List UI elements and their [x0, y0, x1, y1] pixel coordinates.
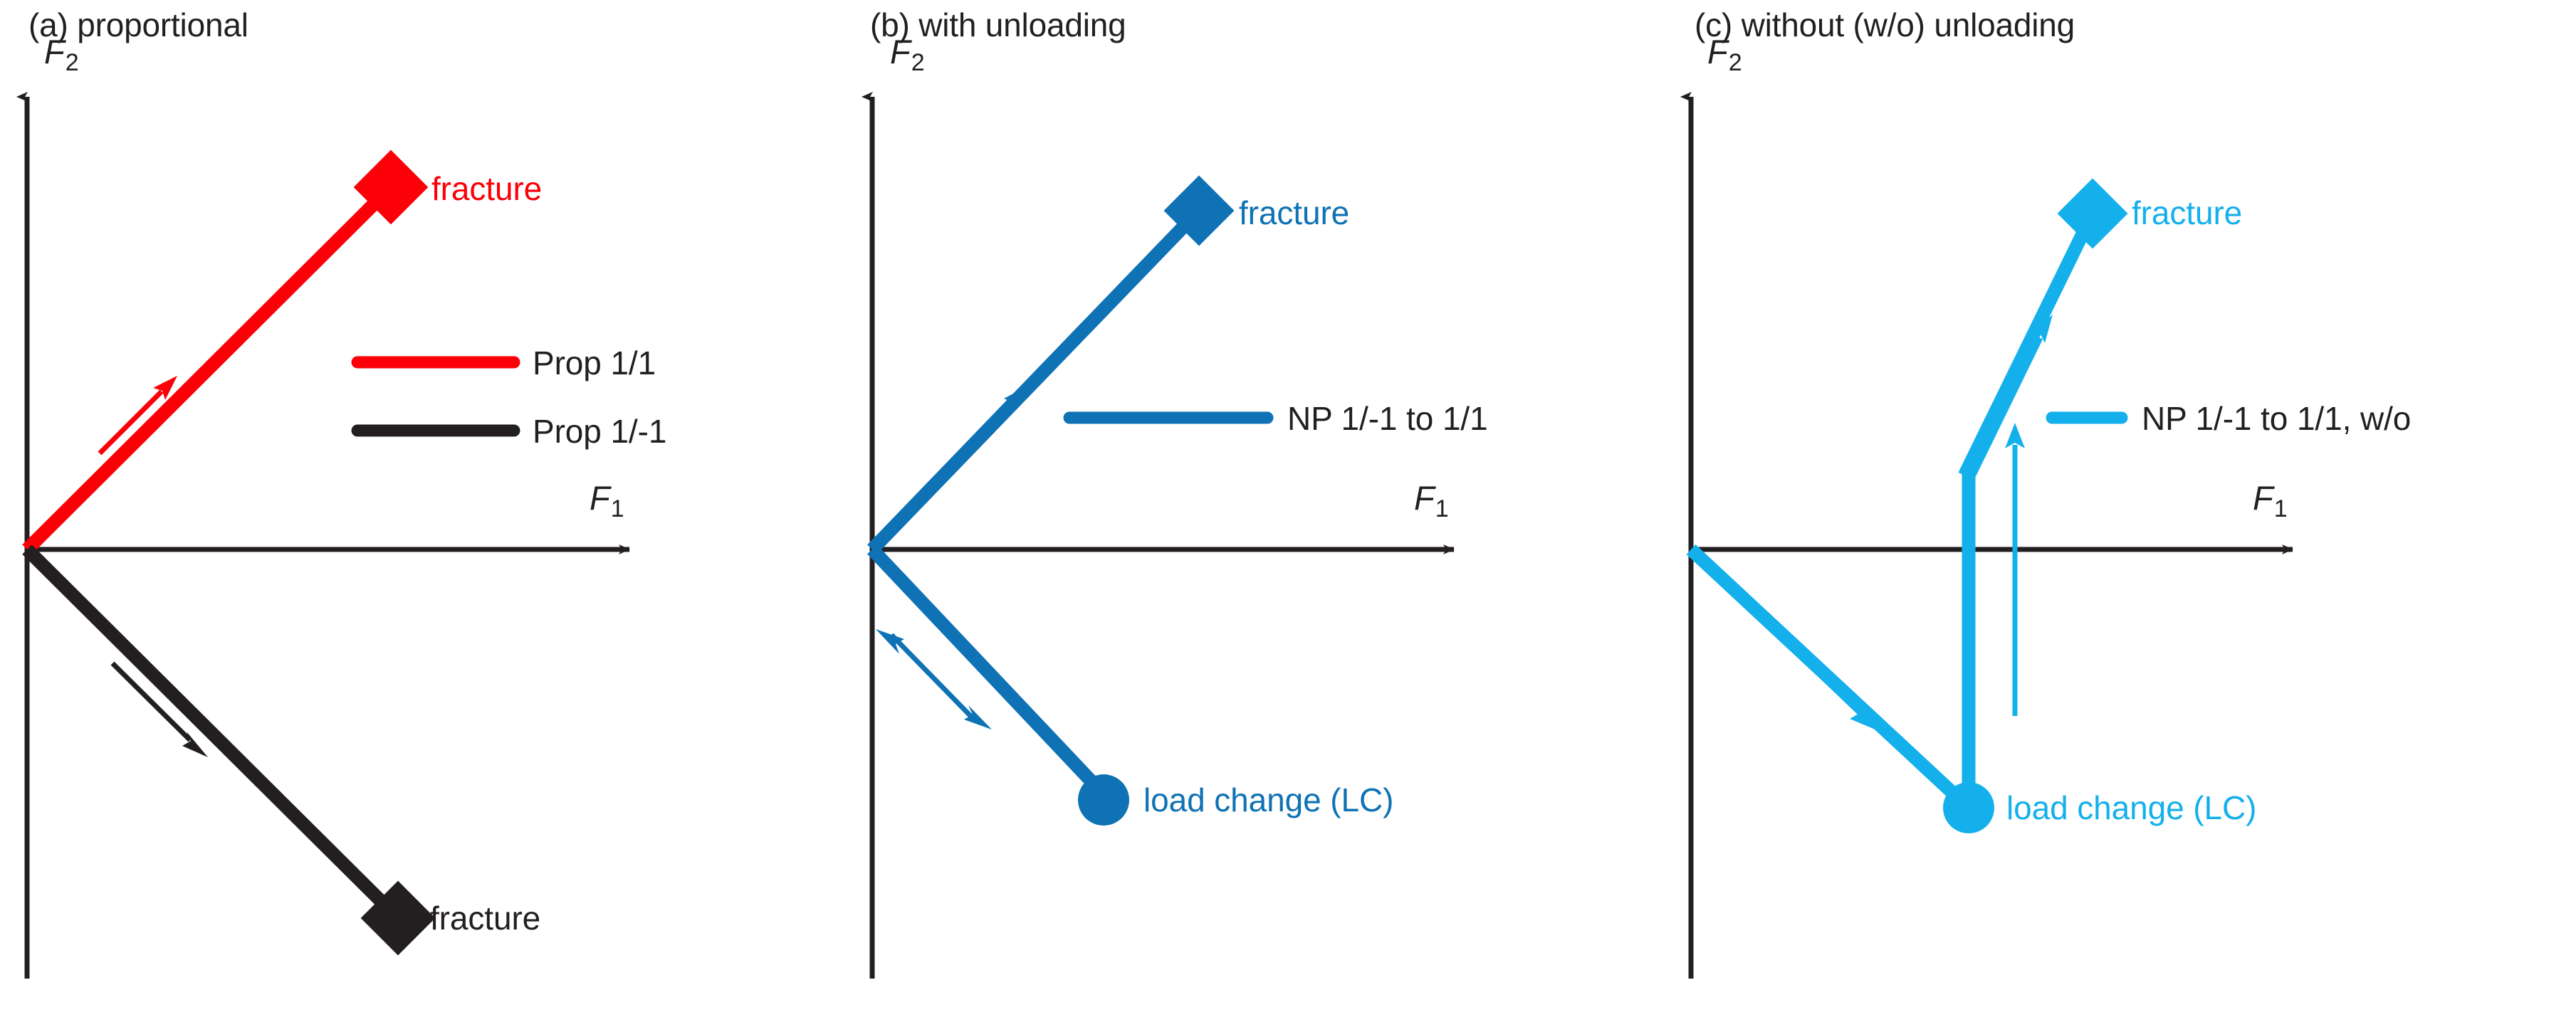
panel-b-load-change-marker — [1078, 774, 1129, 826]
panel-c-line-preload — [1686, 544, 1974, 813]
panel-a-line-prop-1-m1 — [22, 544, 402, 922]
panel-b-fracture-label: fracture — [1239, 194, 1350, 231]
panel-c-arrow-upright-shaft — [1964, 337, 2043, 491]
panel-c-line-reload — [1958, 210, 2099, 479]
panel-b-x-axis-label-sub: 1 — [1435, 495, 1449, 523]
panel-b-line-loading — [867, 206, 1203, 554]
panel-c-x-axis-label: F1 — [2253, 478, 2288, 523]
panel-a-y-axis-label-sub: 2 — [65, 49, 79, 77]
panel-a-x-axis-label-var: F — [590, 479, 610, 517]
panel-a-fracture-marker-bottom — [360, 880, 436, 956]
panel-b-bidirectional-arrow-head-up — [876, 629, 904, 654]
panel-a-x-axis-label-sub: 1 — [610, 495, 624, 523]
panel-b-load-change-label: load change (LC) — [1143, 781, 1394, 818]
panel-c-arrow-down-shaft — [1774, 631, 1862, 715]
panel-b-with-unloading: (b) with unloading — [840, 0, 1666, 1022]
panel-a-line-prop-1-1 — [22, 183, 395, 554]
panel-c-load-change-label: load change (LC) — [2006, 789, 2257, 826]
panel-a-direction-arrow-black-shaft — [110, 661, 192, 742]
panel-b-y-axis-label-var: F — [890, 33, 911, 70]
panel-a-fracture-label-bottom: fracture — [430, 900, 541, 937]
panel-c-without-unloading: (c) without (w/o) unloading — [1666, 0, 2576, 1022]
panel-a-plot — [16, 92, 630, 979]
panel-a-y-axis-label-var: F — [44, 33, 65, 70]
panel-c-x-axis-label-sub: 1 — [2273, 495, 2288, 523]
panel-c-y-axis-label: F2 — [1707, 32, 1742, 77]
panel-c-plot — [1680, 92, 2293, 979]
panel-a-legend-label-2: Prop 1/-1 — [533, 413, 667, 450]
panel-b-y-axis-label-sub: 2 — [911, 49, 925, 77]
panel-b-x-axis-label: F1 — [1414, 478, 1449, 523]
panel-b-line-preload — [867, 544, 1109, 800]
panel-c-title: (c) without (w/o) unloading — [1695, 6, 2075, 43]
panel-c-arrow-down-head — [1850, 705, 1877, 730]
panel-c-load-change-marker — [1943, 782, 1994, 833]
panel-a-direction-arrow-red-head — [153, 376, 177, 400]
panel-a-direction-arrow-black-head — [182, 732, 208, 757]
panel-c-legend-label-1: NP 1/-1 to 1/1, w/o — [2142, 400, 2412, 437]
panel-a-proportional: (a) proportional — [0, 0, 840, 1022]
panel-b-bidirectional-arrow-head-down — [964, 705, 992, 729]
panel-c-fracture-label: fracture — [2132, 194, 2243, 231]
panel-b-x-axis-label-var: F — [1414, 479, 1435, 517]
panel-c-y-axis-label-sub: 2 — [1728, 49, 1742, 77]
panel-a-direction-arrow-red-shaft — [98, 389, 164, 455]
panel-b-legend-label-1: NP 1/-1 to 1/1 — [1287, 400, 1488, 437]
panel-c-fracture-marker — [2057, 178, 2128, 249]
panel-a-fracture-label-top: fracture — [431, 170, 543, 207]
panel-c-y-axis-label-var: F — [1707, 33, 1728, 70]
panel-b-bidirectional-arrow-shaft — [889, 633, 978, 723]
panel-b-direction-arrow-shaft — [938, 401, 1013, 478]
panel-a-x-axis-label: F1 — [590, 478, 624, 523]
panel-a-legend-label-1: Prop 1/1 — [533, 344, 656, 381]
panel-c-arrow-up-head — [2005, 423, 2025, 448]
panel-c-arrow-upright-head — [2031, 315, 2053, 343]
panel-b-plot — [862, 92, 1455, 979]
panel-c-x-axis-label-var: F — [2253, 479, 2273, 517]
panel-b-title: (b) with unloading — [870, 6, 1126, 43]
panel-a-title: (a) proportional — [28, 6, 248, 43]
panel-a-y-axis-label: F2 — [44, 32, 79, 77]
panel-b-direction-arrow-head — [1004, 386, 1028, 411]
panel-b-y-axis-label: F2 — [890, 32, 925, 77]
